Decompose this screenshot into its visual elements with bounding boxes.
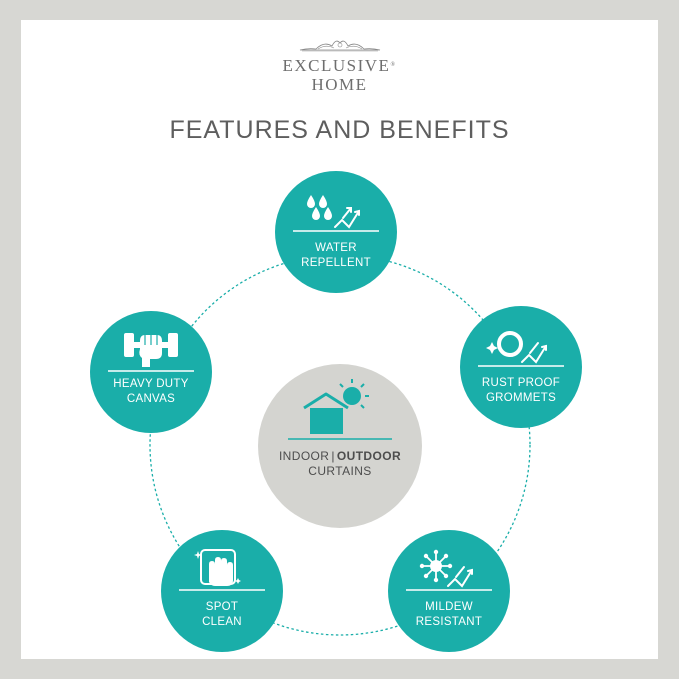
feature-label-line-1: MILDEW (425, 601, 473, 613)
center-label-line-2: CURTAINS (308, 464, 372, 478)
brand-logo: EXCLUSIVE® HOME (0, 36, 679, 94)
center-label-line-1: INDOOR|OUTDOOR (278, 449, 402, 463)
feature-heavy-duty-canvas: HEAVY DUTY CANVAS (90, 311, 212, 433)
feature-label-line-1: SPOT (205, 601, 239, 613)
feature-rust-proof-grommets: RUST PROOF GROMMETS (460, 306, 582, 428)
feature-label-line-1: HEAVY DUTY (113, 378, 189, 390)
feature-label-line-1: WATER (315, 242, 357, 254)
center-circle: INDOOR|OUTDOOR CURTAINS (258, 364, 422, 528)
wiping-hand-icon (179, 549, 265, 591)
mildew-spore-icon (406, 549, 492, 591)
ornament-icon (299, 40, 380, 52)
feature-water-repellent: WATER REPELLENT (275, 171, 397, 293)
water-drops-icon (293, 195, 379, 232)
feature-spot-clean: SPOT CLEAN (161, 530, 283, 652)
page-title: FEATURES AND BENEFITS (169, 116, 510, 144)
feature-label-line-2: REPELLENT (301, 257, 371, 269)
feature-label-line-2: CANVAS (126, 393, 176, 405)
brand-line-2: HOME (311, 75, 368, 94)
feature-mildew-resistant: MILDEW RESISTANT (388, 530, 510, 652)
feature-label-line-2: RESISTANT (415, 616, 483, 628)
dumbbell-fist-icon (108, 333, 194, 372)
brand-line-1: EXCLUSIVE® (282, 56, 397, 75)
grommet-ring-icon (478, 331, 564, 367)
feature-label-line-1: RUST PROOF (481, 377, 561, 389)
feature-label-line-2: CLEAN (202, 616, 242, 628)
house-sun-icon (288, 379, 392, 440)
feature-label-line-2: GROMMETS (485, 392, 557, 404)
